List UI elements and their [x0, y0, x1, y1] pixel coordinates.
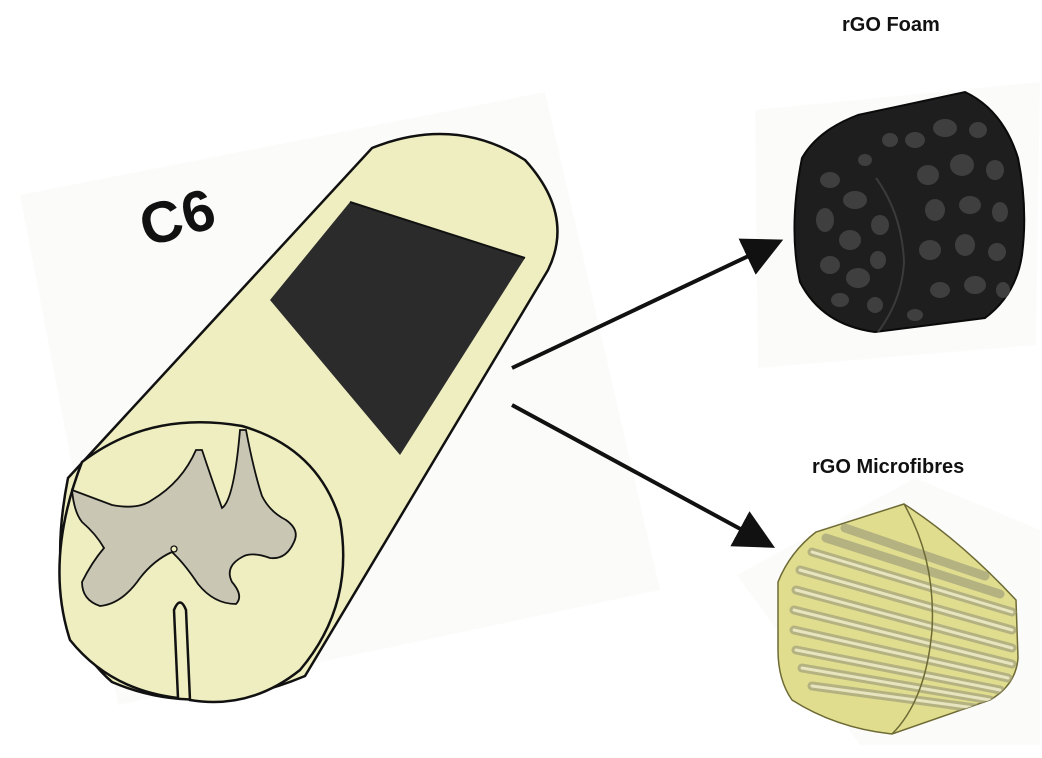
central-canal [171, 546, 177, 552]
fibres-label: rGO Microfibres [812, 456, 964, 479]
foam-label: rGO Foam [842, 14, 940, 37]
